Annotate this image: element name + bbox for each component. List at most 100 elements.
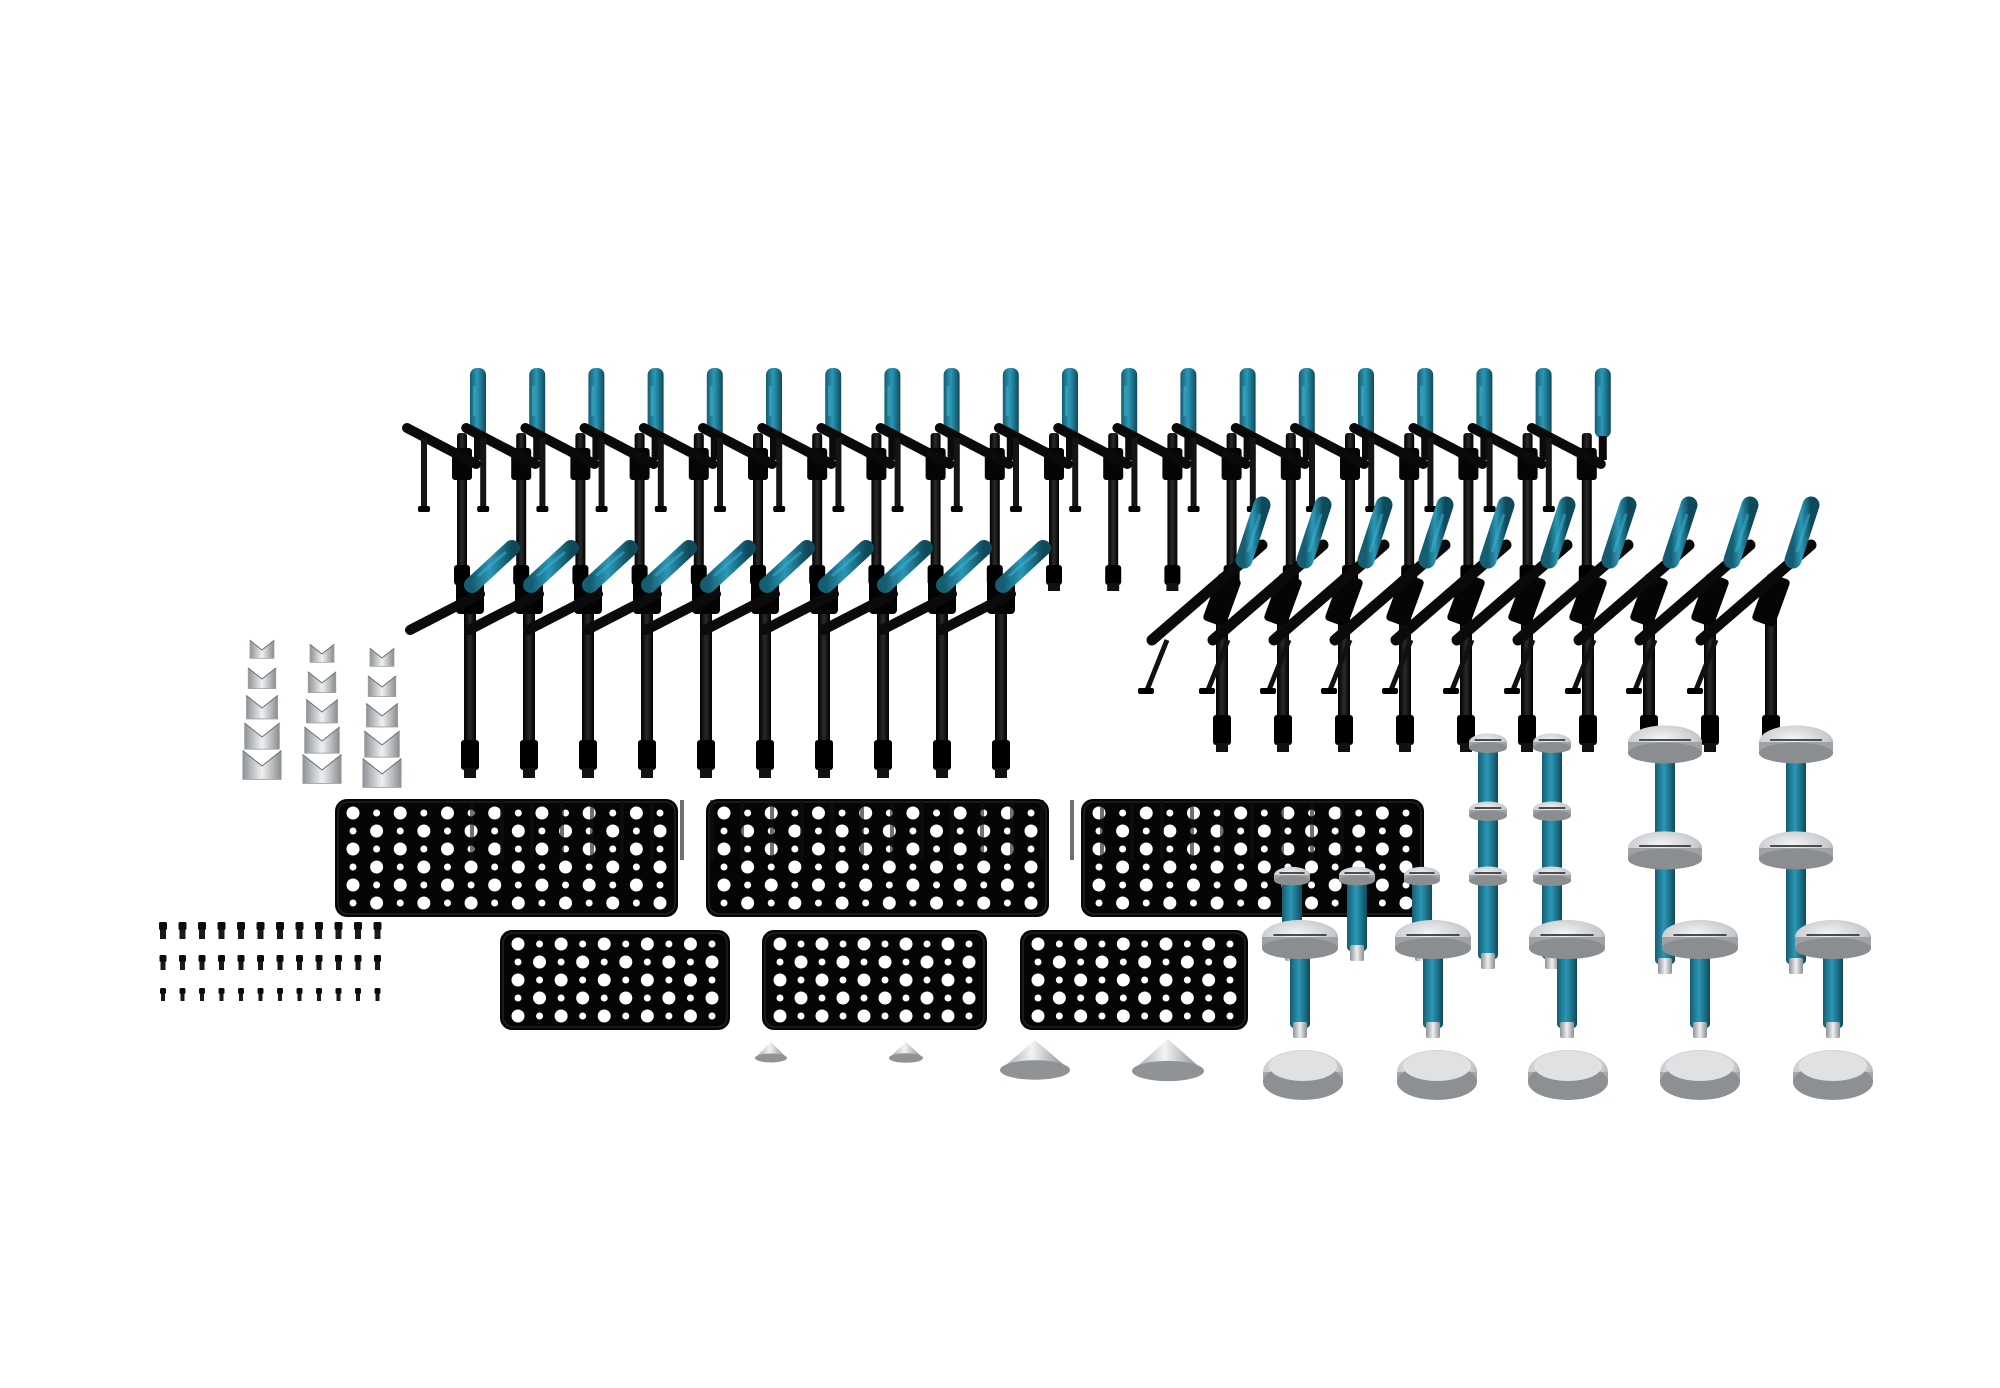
clamp-back-18: [1408, 368, 1493, 591]
clamp-back-1: [402, 368, 486, 591]
disc-stop-5: [1793, 1050, 1873, 1100]
clamp-angled-5: [1382, 496, 1515, 752]
prism-block-5: [242, 749, 282, 780]
cone-2: [889, 1042, 923, 1063]
screw-8: [295, 922, 304, 939]
screw-24: [374, 955, 381, 970]
cone-1: [755, 1042, 787, 1063]
prism-block-15: [362, 757, 402, 788]
fixture-plates: [335, 799, 1424, 1030]
screw-25: [160, 988, 166, 1001]
stop-medium-3: [1529, 919, 1605, 1038]
clamp-middle-1: [405, 540, 520, 778]
centering-cones: [755, 1039, 1204, 1082]
prism-block-7: [307, 671, 337, 694]
disc-stop-3: [1528, 1050, 1608, 1100]
screw-2: [178, 922, 187, 939]
screw-35: [355, 988, 361, 1001]
clamp-middle-9: [877, 540, 992, 778]
clamp-middle-2: [464, 540, 579, 778]
clamp-back-4: [579, 368, 664, 591]
screw-33: [316, 988, 322, 1001]
clamp-back-12: [1053, 368, 1138, 591]
screw-16: [218, 955, 225, 970]
prism-block-2: [247, 667, 277, 690]
clamp-back-8: [816, 368, 901, 591]
clamp-middle-6: [700, 540, 815, 778]
screw-9: [315, 922, 323, 939]
screw-12: [373, 922, 382, 939]
screw-31: [277, 988, 283, 1001]
screw-26: [179, 988, 186, 1001]
screw-23: [354, 955, 362, 970]
screw-34: [335, 988, 342, 1001]
clamp-middle-7: [759, 540, 874, 778]
screw-3: [198, 922, 206, 939]
prism-block-11: [369, 647, 395, 667]
screw-21: [315, 955, 323, 970]
screw-32: [296, 988, 303, 1001]
clamp-back-13: [1112, 368, 1197, 591]
disc-stop-4: [1660, 1050, 1740, 1100]
screw-set: [159, 922, 382, 1001]
clamp-back-5: [638, 368, 723, 591]
screw-7: [276, 922, 284, 939]
stop-large-3: [1628, 831, 1702, 974]
screw-27: [199, 988, 205, 1001]
prism-block-8: [306, 698, 338, 724]
screw-1: [159, 922, 167, 939]
screw-4: [217, 922, 226, 939]
stop-small-5: [1469, 866, 1507, 969]
prism-block-1: [249, 639, 275, 659]
screw-17: [237, 955, 245, 970]
disc-stop-2: [1397, 1050, 1477, 1100]
stop-small-lower-2: [1339, 866, 1375, 961]
disc-stop-1: [1263, 1050, 1343, 1100]
cone-3: [1000, 1040, 1070, 1080]
clamp-angled-1: [1138, 496, 1271, 752]
prism-block-3: [246, 694, 278, 720]
plate-small-1: [500, 930, 730, 1030]
cone-4: [1132, 1039, 1204, 1082]
screw-22: [335, 955, 342, 970]
clamp-middle-4: [582, 540, 697, 778]
screw-10: [334, 922, 343, 939]
clamp-middle-3: [523, 540, 638, 778]
screw-36: [374, 988, 381, 1001]
plate-large-1: [335, 799, 678, 917]
prism-block-12: [367, 675, 397, 698]
stop-large-4: [1759, 831, 1833, 974]
screw-18: [257, 955, 264, 970]
stop-medium-1: [1262, 919, 1338, 1038]
prism-blocks: [242, 639, 402, 788]
clamp-back-6: [698, 368, 782, 591]
clamps-middle-row: [405, 540, 1051, 778]
stop-medium-4: [1662, 919, 1738, 1038]
plate-large-2: [706, 799, 1049, 917]
clamp-angled-10: [1687, 496, 1820, 752]
plate-small-2: [762, 930, 987, 1030]
screw-6: [256, 922, 265, 939]
prism-block-6: [309, 643, 335, 663]
clamps-back-row: [402, 368, 1611, 591]
prism-block-13: [366, 702, 398, 728]
clamp-middle-8: [818, 540, 933, 778]
screw-15: [198, 955, 206, 970]
prism-block-14: [364, 730, 400, 758]
clamp-middle-5: [641, 540, 756, 778]
prism-block-10: [302, 753, 342, 784]
clamp-back-10: [934, 368, 1019, 591]
screw-29: [238, 988, 244, 1001]
stop-medium-2: [1395, 919, 1471, 1038]
clamp-back-7: [757, 368, 842, 591]
screw-14: [179, 955, 186, 970]
clamp-back-11: [994, 368, 1078, 591]
screw-11: [354, 922, 362, 939]
screw-5: [237, 922, 245, 939]
clamp-middle-10: [936, 540, 1051, 778]
prism-block-9: [304, 726, 340, 754]
screw-28: [218, 988, 225, 1001]
stop-bolts: [1262, 725, 1873, 1100]
clamps-angled-row: [1138, 496, 1820, 752]
